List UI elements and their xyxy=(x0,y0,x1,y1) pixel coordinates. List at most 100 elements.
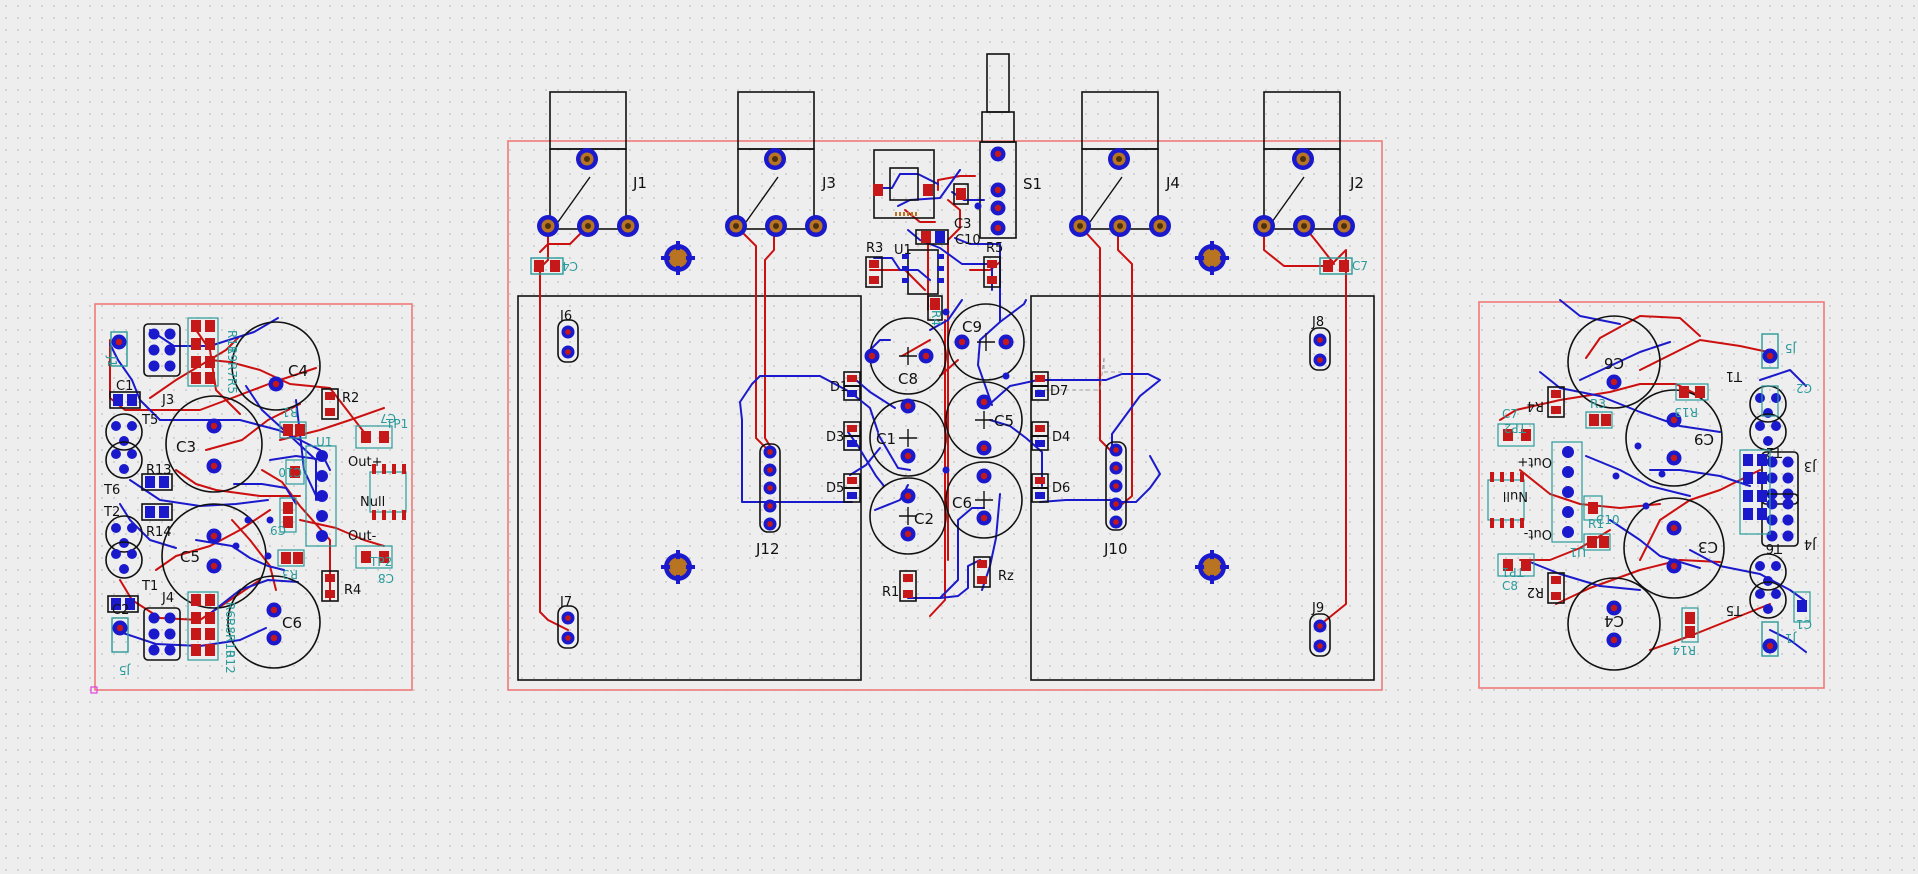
left-cap-c7[interactable]: C7 xyxy=(355,411,396,449)
left-cap-c9[interactable]: C9 xyxy=(270,497,297,537)
right-cap-c1[interactable]: C1 xyxy=(1793,591,1812,631)
svg-text:R11: R11 xyxy=(225,330,239,354)
cap-c6[interactable]: C6 xyxy=(945,461,1023,539)
right-resistor-array[interactable] xyxy=(1739,449,1771,535)
resistor-r3[interactable]: R3 xyxy=(865,241,883,288)
resistor-r1[interactable]: R1 xyxy=(882,570,917,602)
left-ic-u1[interactable]: U1 xyxy=(305,435,337,547)
left-connector-j3[interactable]: J3 xyxy=(143,323,181,408)
left-resistor-r3[interactable]: R3 xyxy=(277,549,305,581)
resistor-r5[interactable]: R5 xyxy=(983,241,1003,288)
left-cap-c1[interactable]: C1 xyxy=(109,379,141,409)
cap-c5[interactable]: C5 xyxy=(945,381,1023,459)
left-transistor-t1[interactable]: T1 xyxy=(105,541,158,594)
left-cap-c3[interactable]: C3 xyxy=(165,395,263,493)
svg-text:Out-: Out- xyxy=(348,529,377,544)
header-j10[interactable]: J10 xyxy=(1103,441,1128,558)
left-testpoint-tp1[interactable]: TP1 xyxy=(385,417,408,431)
right-connector-j5[interactable]: J5 xyxy=(1761,333,1797,369)
left-testpoint-tp2[interactable]: TP2 xyxy=(369,555,392,569)
header-j6[interactable]: J6 xyxy=(557,309,579,363)
regulator-block[interactable] xyxy=(873,149,935,219)
right-ic-u1[interactable]: U1 xyxy=(1551,441,1586,559)
left-resistor-array-top[interactable]: R11 R9 R7 R5 xyxy=(187,317,239,394)
left-resistor-r13[interactable]: R13 xyxy=(141,463,173,491)
right-testpoint-tp1[interactable]: TP1 xyxy=(1502,565,1525,579)
right-cap-c7[interactable]: C7 xyxy=(1497,407,1535,447)
small-cap-c7[interactable]: C7 xyxy=(1319,257,1368,275)
svg-text:R3: R3 xyxy=(282,567,298,581)
right-cap-c3[interactable]: C3 xyxy=(1623,497,1725,599)
left-resistor-r14[interactable]: R14 xyxy=(141,503,173,540)
right-board[interactable]: C6 C9 C3 C4 T1 T2 T6 T5 J3 J4 J5 xyxy=(1478,299,1825,689)
right-connector-j1[interactable]: J1 xyxy=(1761,621,1797,657)
right-transistor-t1[interactable]: T1 xyxy=(1726,368,1787,423)
right-transistor-t5[interactable]: T5 xyxy=(1726,581,1787,619)
left-board[interactable]: C4 C3 C5 C6 T5 T6 T2 T1 J3 J4 J5 xyxy=(90,303,413,694)
small-cap-c3[interactable]: C3 xyxy=(953,183,971,232)
left-connector-j1[interactable]: J1 xyxy=(105,331,128,367)
left-cap-c6[interactable]: C6 xyxy=(227,575,321,669)
small-cap-c10[interactable]: C10 xyxy=(915,229,981,248)
left-transistor-t5[interactable]: T5 xyxy=(105,413,158,451)
small-res-r4[interactable]: R4 xyxy=(927,295,943,326)
svg-text:J9: J9 xyxy=(1311,601,1324,616)
cap-c8[interactable]: C8 xyxy=(864,317,947,395)
main-board[interactable]: J1 J3 J4 J2 S1 xyxy=(507,53,1383,691)
right-connector-j3[interactable]: J3 xyxy=(1761,451,1817,505)
left-resistor-r4[interactable]: R4 xyxy=(321,570,361,602)
small-cap-c4[interactable]: C4 xyxy=(530,257,578,275)
jack-j4[interactable]: J4 xyxy=(1069,91,1180,237)
right-connector-j4[interactable]: J4 xyxy=(1761,493,1817,551)
right-opamp-pins[interactable]: Out+ Null Out- xyxy=(1487,454,1552,541)
left-transistor-t6[interactable]: T6 xyxy=(103,441,143,498)
jack-j3[interactable]: J3 xyxy=(725,91,836,237)
right-cap-c10[interactable]: C10 xyxy=(1583,495,1620,527)
left-resistor-r1[interactable]: R1 xyxy=(279,405,307,439)
right-cap-c6[interactable]: C6 xyxy=(1567,315,1661,409)
cap-c9[interactable]: C9 xyxy=(947,303,1025,381)
left-resistor-array-bottom[interactable]: R6 R8 R10 R12 xyxy=(187,591,237,674)
svg-text:C2: C2 xyxy=(914,510,934,528)
svg-text:TP2: TP2 xyxy=(369,555,392,569)
diode-d6[interactable]: D6 xyxy=(1031,473,1070,503)
switch-s1[interactable]: S1 xyxy=(979,53,1042,239)
left-cap-c4[interactable]: C4 xyxy=(231,321,321,411)
right-resistor-r2[interactable]: R2 xyxy=(1527,572,1565,604)
resistor-rz[interactable]: Rz xyxy=(973,556,1014,588)
jack-j2[interactable]: J2 xyxy=(1253,91,1364,237)
right-cap-c2[interactable]: C2 xyxy=(1761,381,1812,417)
left-cap-c10[interactable]: C10 xyxy=(278,459,305,485)
jack-j1[interactable]: J1 xyxy=(537,91,647,237)
left-opamp-pins[interactable]: Out+ Null Out- xyxy=(348,455,407,544)
cap-c1[interactable]: C1 xyxy=(869,398,947,477)
svg-text:J12: J12 xyxy=(755,540,780,558)
diode-d5[interactable]: D5 xyxy=(826,473,861,503)
left-cap-c8[interactable]: C8 xyxy=(355,545,394,585)
right-cap-c9[interactable]: C9 xyxy=(1625,389,1723,487)
header-j9[interactable]: J9 xyxy=(1309,601,1331,657)
diode-d1[interactable]: D1 xyxy=(830,371,861,401)
header-j12[interactable]: J12 xyxy=(755,443,781,558)
right-resistor-r3[interactable]: R3 xyxy=(1585,397,1613,429)
right-resistor-r14[interactable]: R14 xyxy=(1672,607,1699,657)
ic-u1[interactable]: U1 xyxy=(894,243,944,295)
diode-d4[interactable]: D4 xyxy=(1031,421,1070,451)
left-connector-j4[interactable]: J4 xyxy=(143,591,181,661)
diode-d7[interactable]: D7 xyxy=(1031,371,1068,401)
right-resistor-r4[interactable]: R4 xyxy=(1527,386,1565,418)
diode-d3[interactable]: D3 xyxy=(826,421,861,451)
right-resistor-r13[interactable]: R13 xyxy=(1674,383,1709,419)
left-resistor-r2[interactable]: R2 xyxy=(321,388,359,420)
left-cap-c2[interactable]: C2 xyxy=(107,595,139,618)
right-cap-c4[interactable]: C4 xyxy=(1567,577,1661,671)
right-cap-c8[interactable]: C8 xyxy=(1497,553,1535,593)
right-testpoint-tp2[interactable]: TP2 xyxy=(1504,421,1527,435)
cap-c2[interactable]: C2 xyxy=(869,477,947,555)
right-transistor-t6[interactable]: T6 xyxy=(1749,540,1787,591)
left-connector-j5[interactable]: J5 xyxy=(111,617,131,677)
left-transistor-t2[interactable]: T2 xyxy=(103,505,143,553)
header-j7[interactable]: J7 xyxy=(557,595,579,649)
header-j8[interactable]: J8 xyxy=(1309,315,1331,371)
